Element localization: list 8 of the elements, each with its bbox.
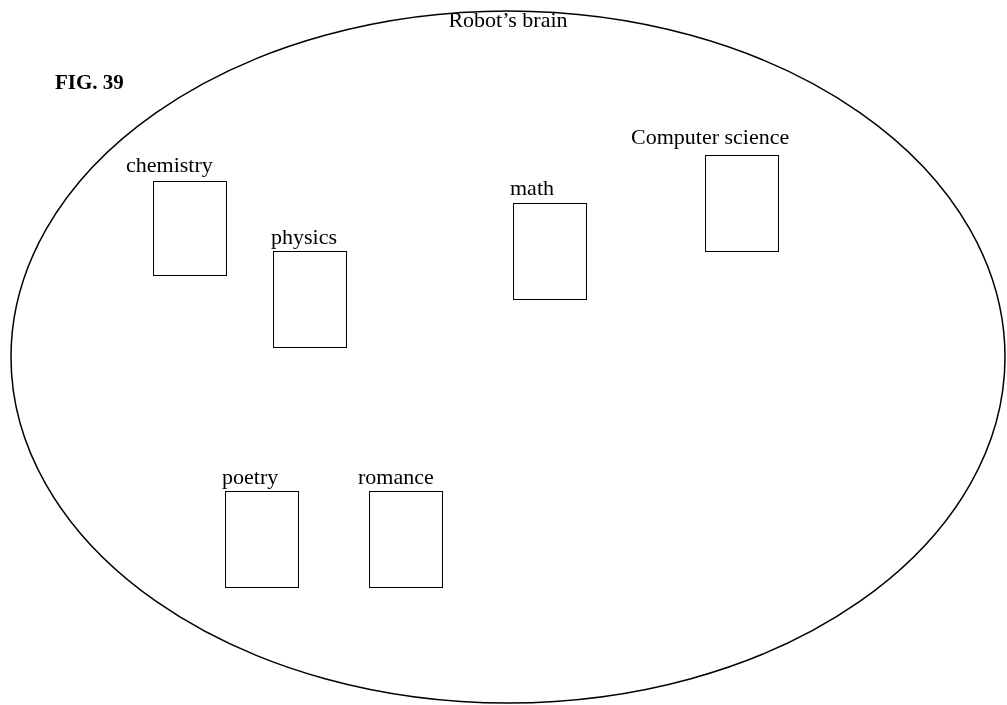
- subject-label: romance: [358, 465, 434, 489]
- figure-number: FIG. 39: [55, 70, 124, 94]
- subject-label: poetry: [222, 465, 279, 489]
- subject-label: Computer science: [631, 125, 790, 149]
- region-label: Robot’s brain: [447, 8, 569, 32]
- subject-label: physics: [271, 225, 337, 249]
- subject-label: chemistry: [126, 153, 213, 177]
- subject-label: math: [510, 176, 554, 200]
